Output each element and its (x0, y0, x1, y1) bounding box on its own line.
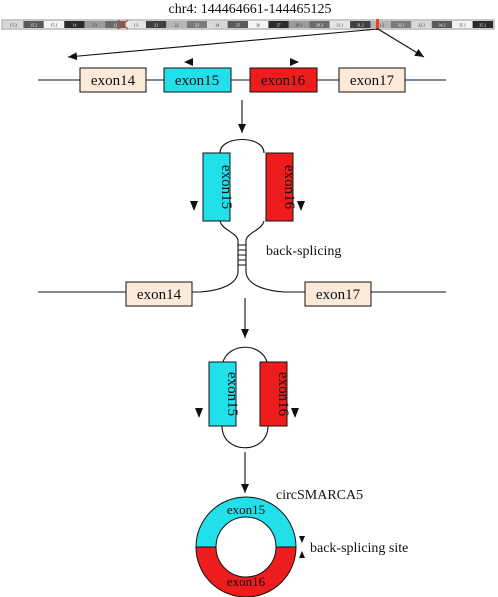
ideogram-band (390, 21, 412, 28)
back-splice-pairing (238, 244, 246, 266)
loop-right-stem (245, 220, 446, 293)
exon15-box-vertical-1: exon15 (202, 152, 234, 222)
ring-exon15-label: exon15 (227, 502, 265, 517)
ideogram-band-label: 24 (215, 23, 219, 28)
ideogram-band (84, 21, 106, 28)
circrna-name-label: circSMARCA5 (276, 488, 363, 503)
exon14-box: exon14 (79, 67, 147, 93)
ideogram-band (452, 21, 473, 28)
ideogram-band-label: 22 (175, 23, 179, 28)
exon14-box-lower: exon14 (125, 281, 193, 307)
exon15-label-vertical-2: exon15 (224, 372, 240, 416)
primer-forward-icon (290, 58, 299, 66)
ring-exon16-half (195, 546, 297, 597)
primer-down-left-icon (190, 201, 198, 211)
ideogram-band (411, 21, 432, 28)
ideogram-band-label: 27 (277, 23, 281, 28)
back-splicing-site-marker-down-icon (299, 551, 305, 558)
ideogram-band-label: 31.1 (336, 23, 343, 28)
ideogram-band (207, 21, 228, 28)
primer-down-left-icon-2 (195, 408, 203, 418)
back-splicing-site-label: back-splicing site (310, 541, 408, 556)
exon17-label-lower: exon17 (316, 287, 361, 303)
exon16-box-vertical-2: exon16 (259, 361, 291, 427)
locus-highlight-marker (376, 19, 379, 30)
ideogram-band-label: 14 (72, 23, 76, 28)
primer-reverse-icon (184, 58, 193, 66)
ideogram-band (145, 21, 167, 28)
zoom-line-left (67, 28, 379, 61)
ideogram-band-label: 13 (134, 23, 138, 28)
exon16-label-vertical-2: exon16 (275, 372, 291, 417)
ideogram-band (329, 21, 351, 28)
ideogram-band-label: 32.1 (398, 23, 405, 28)
ideogram-band-label: 13 (93, 23, 97, 28)
chromosome-ideogram: 15.3 15.2 15.1 14 13 12 13 21 22 23 24 25 26 27 28.1 28… (1, 19, 495, 30)
ideogram-band (268, 21, 289, 28)
loop-top-curve (219, 139, 265, 154)
back-splicing-site-marker-up-icon (299, 536, 305, 543)
zoom-line-right (377, 28, 425, 58)
primer-down-right-icon (297, 201, 305, 211)
ideogram-band-label: 28.1 (296, 23, 303, 28)
ideogram-band (125, 21, 146, 28)
ideogram-band-label: 26 (256, 23, 260, 28)
ideogram-band (309, 21, 330, 28)
ring-exon15-half (195, 496, 297, 548)
ideogram-band (370, 21, 391, 28)
ideogram-band-label: 21 (154, 23, 158, 28)
ideogram-band-label: 32.3 (418, 23, 425, 28)
primer-down-right-icon-2 (291, 408, 299, 418)
ideogram-band (288, 21, 310, 28)
centromere-marker (117, 19, 129, 30)
exon16-label: exon16 (261, 73, 306, 89)
loop-left-stem (38, 220, 239, 293)
exon17-label: exon17 (350, 73, 395, 89)
ideogram-band (350, 21, 371, 28)
ideogram-band-label: 15.3 (10, 23, 17, 28)
ring-exon16-label: exon16 (227, 574, 266, 589)
ideogram-band (248, 21, 269, 28)
ideogram-band-label: 35.2 (479, 23, 486, 28)
circle-bottom-curve (221, 425, 269, 449)
ideogram-band (166, 21, 187, 28)
ideogram-band-label: 23 (195, 23, 199, 28)
exon17-box-lower: exon17 (304, 281, 372, 307)
ideogram-band (105, 21, 126, 28)
ideogram-band-label: 12 (113, 23, 117, 28)
exon14-label-lower: exon14 (137, 287, 182, 303)
ideogram-band-label: 31.3 (377, 23, 384, 28)
ideogram-band-label: 25 (236, 23, 240, 28)
ideogram-band (227, 21, 248, 28)
exon15-label: exon15 (175, 73, 219, 89)
ideogram-band (3, 21, 24, 28)
ideogram-band (23, 21, 44, 28)
exon15-box-vertical-2: exon15 (208, 361, 240, 427)
ideogram-band (431, 21, 453, 28)
exon15-box: exon15 (163, 67, 232, 93)
ideogram-band-label: 35.1 (459, 23, 466, 28)
ideogram-band (472, 21, 493, 28)
ideogram-band (186, 21, 208, 28)
exon16-box-vertical-1: exon16 (265, 152, 297, 222)
ideogram-band-label: 15.1 (51, 23, 58, 28)
ideogram-band-label: 31.2 (357, 23, 364, 28)
exon15-label-vertical-1: exon15 (218, 165, 234, 209)
exon16-label-vertical-1: exon16 (281, 165, 297, 210)
exon16-box: exon16 (249, 67, 318, 93)
ideogram-band-label: 28.3 (316, 23, 323, 28)
ideogram-band-label: 15.2 (30, 23, 37, 28)
exon17-box: exon17 (338, 67, 406, 93)
circle-top-curve (221, 346, 269, 370)
ideogram-band (64, 21, 85, 28)
ideogram-band (43, 21, 65, 28)
ideogram-band-label: 34.3 (438, 23, 445, 28)
chromosome-coordinates: chr4: 144464661-144465125 (169, 2, 332, 17)
exon14-label: exon14 (91, 73, 136, 89)
back-splicing-label: back-splicing (266, 244, 341, 259)
